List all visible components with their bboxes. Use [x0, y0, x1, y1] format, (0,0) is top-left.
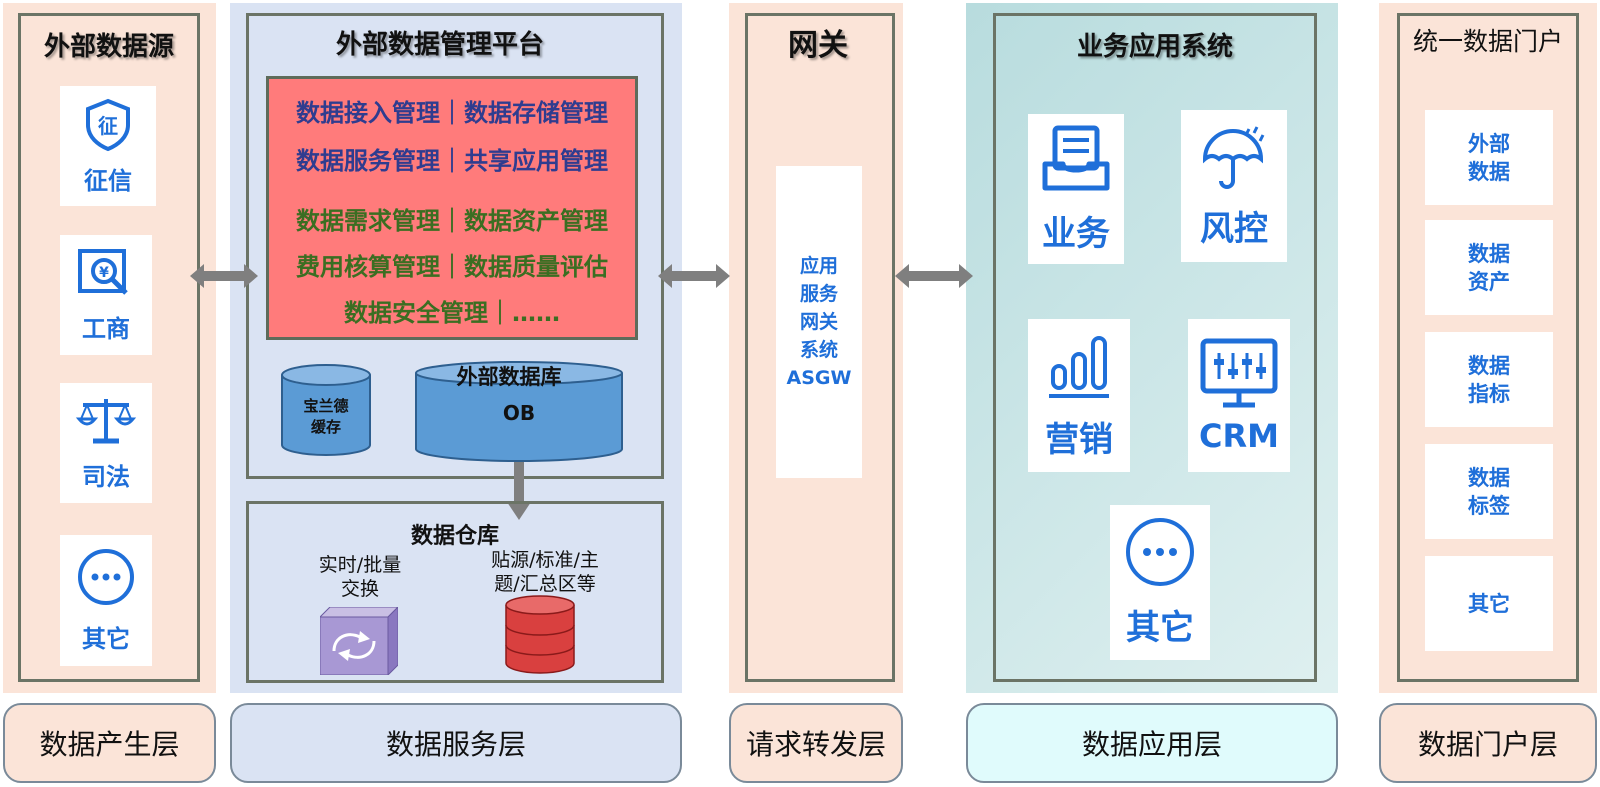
layer-label-generation: 数据产生层 [3, 703, 216, 783]
gateway-business-double-arrow [895, 264, 973, 288]
monitor-sliders-icon [1199, 337, 1279, 409]
business-label-other: 其它 [1126, 608, 1194, 648]
business-label-crm: CRM [1199, 416, 1279, 455]
mgmt-row-1: 数据接入管理｜数据存储管理 [296, 99, 608, 127]
business-card-marketing[interactable]: 营销 [1028, 319, 1130, 472]
portal-card-1-line-1: 外部 [1468, 131, 1510, 156]
source-label-business: 工商 [82, 314, 130, 343]
platform-title: 外部数据管理平台 [335, 30, 544, 60]
business-search-icon: ¥ [76, 247, 136, 299]
external-db-cylinder: 外部数据库 OB [414, 361, 624, 463]
cache-label-1: 宝兰德 [303, 397, 349, 415]
platform-gateway-double-arrow [658, 264, 730, 288]
external-db-title: 外部数据库 [456, 365, 562, 389]
portal-frame [1397, 13, 1579, 682]
more-icon [1124, 516, 1196, 588]
source-title: 外部数据源 [43, 32, 174, 62]
business-title: 业务应用系统 [1076, 32, 1233, 62]
portal-card-4-line-2: 标签 [1468, 493, 1510, 518]
gateway-line-5: ASGW [786, 367, 852, 389]
exchange-cube-icon [318, 605, 400, 677]
cache-cylinder: 宝兰德 缓存 [280, 363, 372, 457]
gateway-line-2: 服务 [799, 283, 838, 305]
gateway-card[interactable]: 应用 服务 网关 系统 ASGW [776, 166, 862, 478]
business-label-risk: 风控 [1200, 208, 1268, 249]
warehouse-left-line1: 实时/批量 [318, 554, 402, 576]
portal-card-data-tags[interactable]: 数据 标签 [1425, 444, 1553, 539]
db-to-warehouse-arrow [507, 462, 531, 522]
credit-seal-icon: 征 [80, 97, 136, 153]
warehouse-right-line1: 贴源/标准/主 [491, 549, 599, 571]
inbox-document-icon [1041, 124, 1111, 194]
management-box: 数据接入管理｜数据存储管理 数据服务管理｜共享应用管理 数据需求管理｜数据资产管… [266, 76, 638, 340]
portal-card-5-line-1: 其它 [1468, 591, 1510, 616]
bar-chart-icon [1047, 330, 1111, 400]
portal-title: 统一数据门户 [1412, 27, 1563, 56]
source-card-business[interactable]: ¥ 工商 [60, 235, 152, 355]
portal-card-1-line-2: 数据 [1468, 159, 1510, 184]
layer-label-service: 数据服务层 [230, 703, 682, 783]
svg-text:¥: ¥ [99, 265, 109, 281]
business-card-business[interactable]: 业务 [1028, 114, 1124, 264]
mgmt-row-4: 费用核算管理｜数据质量评估 [296, 253, 608, 281]
gateway-title: 网关 [788, 28, 848, 63]
source-label-credit: 征信 [84, 166, 132, 195]
portal-card-4-line-1: 数据 [1468, 465, 1510, 490]
business-card-risk[interactable]: 风控 [1181, 110, 1287, 262]
gateway-line-1: 应用 [799, 255, 838, 277]
gateway-line-4: 系统 [799, 339, 838, 361]
cache-label-2: 缓存 [310, 418, 341, 436]
warehouse-title: 数据仓库 [410, 524, 499, 549]
source-frame [18, 13, 200, 682]
gateway-frame [745, 13, 895, 682]
warehouse-db-stack-icon [504, 595, 576, 675]
portal-card-2-line-2: 资产 [1468, 269, 1510, 294]
business-card-other[interactable]: 其它 [1110, 505, 1210, 660]
mgmt-row-5: 数据安全管理｜…… [344, 299, 560, 327]
external-db-sub: OB [502, 401, 536, 425]
portal-card-3-line-2: 指标 [1468, 381, 1510, 406]
warehouse-frame [246, 501, 664, 683]
portal-card-2-line-1: 数据 [1468, 241, 1510, 266]
business-card-crm[interactable]: CRM [1188, 319, 1290, 472]
source-label-judicial: 司法 [82, 462, 130, 491]
warehouse-left-line2: 交换 [340, 578, 379, 600]
portal-card-data-metrics[interactable]: 数据 指标 [1425, 332, 1553, 427]
warehouse-right-line2: 题/汇总区等 [494, 573, 596, 595]
portal-card-3-line-1: 数据 [1468, 353, 1510, 378]
portal-card-external-data[interactable]: 外部 数据 [1425, 110, 1553, 205]
source-label-other: 其它 [82, 625, 130, 653]
source-platform-double-arrow [190, 264, 258, 288]
mgmt-row-2: 数据服务管理｜共享应用管理 [296, 147, 608, 175]
portal-card-data-assets[interactable]: 数据 资产 [1425, 220, 1553, 315]
scales-icon [75, 395, 137, 447]
business-label-marketing: 营销 [1045, 420, 1113, 460]
source-card-judicial[interactable]: 司法 [60, 383, 152, 503]
business-frame [993, 13, 1317, 682]
business-label-business: 业务 [1042, 213, 1110, 254]
layer-label-application: 数据应用层 [966, 703, 1338, 783]
mgmt-row-3: 数据需求管理｜数据资产管理 [296, 207, 608, 235]
portal-card-other[interactable]: 其它 [1425, 556, 1553, 651]
more-icon [76, 547, 136, 607]
source-card-other[interactable]: 其它 [60, 535, 152, 666]
umbrella-rain-icon [1199, 123, 1269, 193]
gateway-line-3: 网关 [799, 311, 838, 333]
platform-frame [246, 13, 664, 479]
credit-seal-glyph: 征 [98, 114, 118, 138]
layer-label-forwarding: 请求转发层 [729, 703, 903, 783]
layer-label-portal: 数据门户层 [1379, 703, 1597, 783]
source-card-credit[interactable]: 征 征信 [60, 86, 156, 206]
